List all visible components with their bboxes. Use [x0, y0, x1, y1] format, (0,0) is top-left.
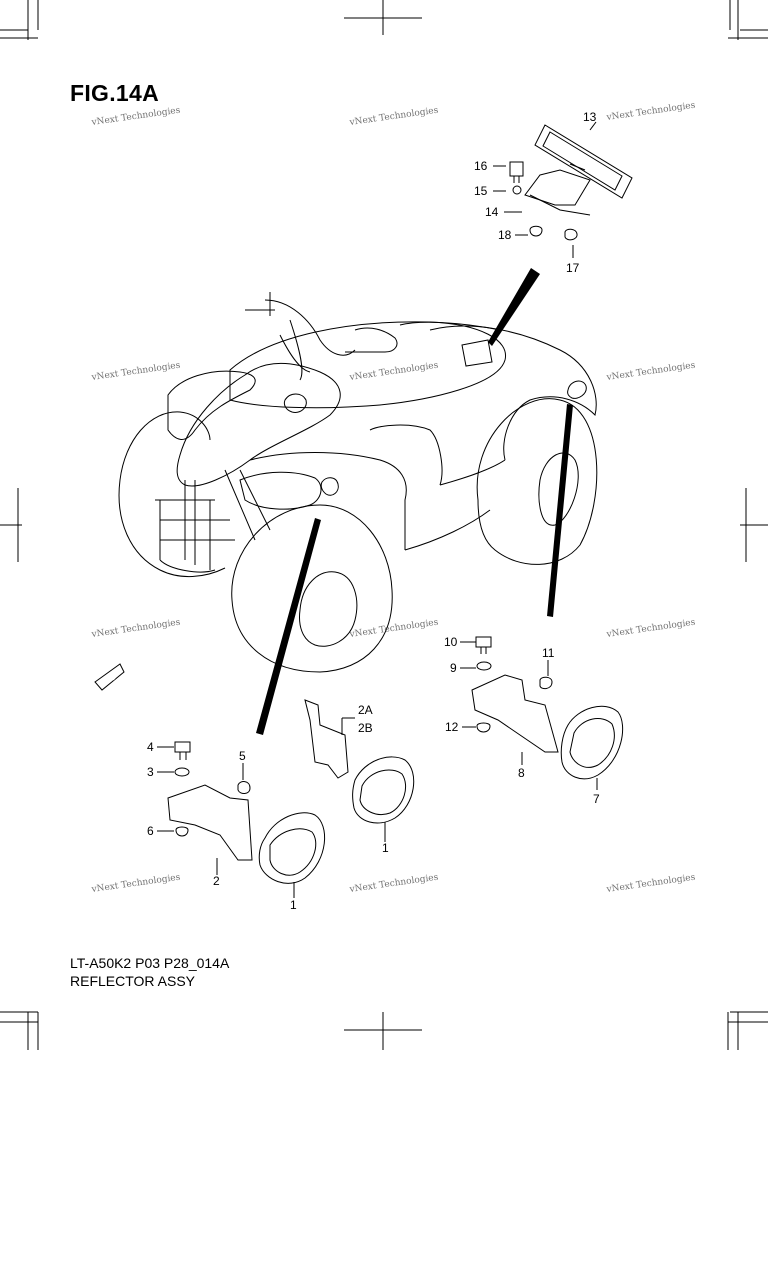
left-reflector-group [167, 699, 415, 884]
callout-2a: 2A [358, 703, 373, 717]
callout-7: 7 [593, 792, 600, 806]
callout-12: 12 [445, 720, 459, 734]
watermark: vNext Technologies [605, 101, 696, 124]
callout-5: 5 [239, 749, 246, 763]
callout-14: 14 [485, 205, 499, 219]
callout-3: 3 [147, 765, 154, 779]
callout-13: 13 [583, 110, 597, 124]
watermark: vNext Technologies [348, 873, 439, 896]
callout-leaders [157, 121, 598, 898]
crop-marks [0, 0, 768, 1050]
watermark: vNext Technologies [348, 106, 439, 129]
callout-labels: 13 16 15 14 18 17 10 9 11 12 8 7 4 3 5 6… [101, 110, 600, 912]
watermark: vNext Technologies [605, 618, 696, 641]
callout-4: 4 [147, 740, 154, 754]
callout-6: 6 [147, 824, 154, 838]
callout-9: 9 [450, 661, 457, 675]
license-plate-assy [509, 124, 633, 241]
callout-10: 10 [444, 635, 458, 649]
watermark: vNext Technologies [605, 873, 696, 896]
watermark: vNext Technologies [90, 361, 181, 384]
callout-2: 2 [213, 874, 220, 888]
leader-arrows [256, 268, 573, 735]
watermark: vNext Technologies [348, 618, 439, 641]
callout-2b: 2B [358, 721, 373, 735]
callout-15: 15 [474, 184, 488, 198]
watermark: vNext Technologies [90, 618, 181, 641]
figure-title: FIG.14A [70, 80, 160, 106]
callout-11: 11 [542, 646, 555, 660]
watermark: vNext Technologies [348, 361, 439, 384]
callout-18: 18 [498, 228, 512, 242]
right-reflector-group [471, 636, 624, 780]
watermark: vNext Technologies [90, 873, 181, 896]
callout-16: 16 [474, 159, 488, 173]
callout-1-left: 1 [290, 898, 297, 912]
watermark: vNext Technologies [90, 106, 181, 129]
figure-name: REFLECTOR ASSY [70, 973, 196, 989]
callout-17: 17 [566, 261, 580, 275]
callout-8: 8 [518, 766, 525, 780]
watermark: vNext Technologies [605, 361, 696, 384]
callout-1-mid: 1 [382, 841, 389, 855]
atv-outline [94, 292, 598, 691]
figure-code: LT-A50K2 P03 P28_014A [70, 955, 230, 971]
